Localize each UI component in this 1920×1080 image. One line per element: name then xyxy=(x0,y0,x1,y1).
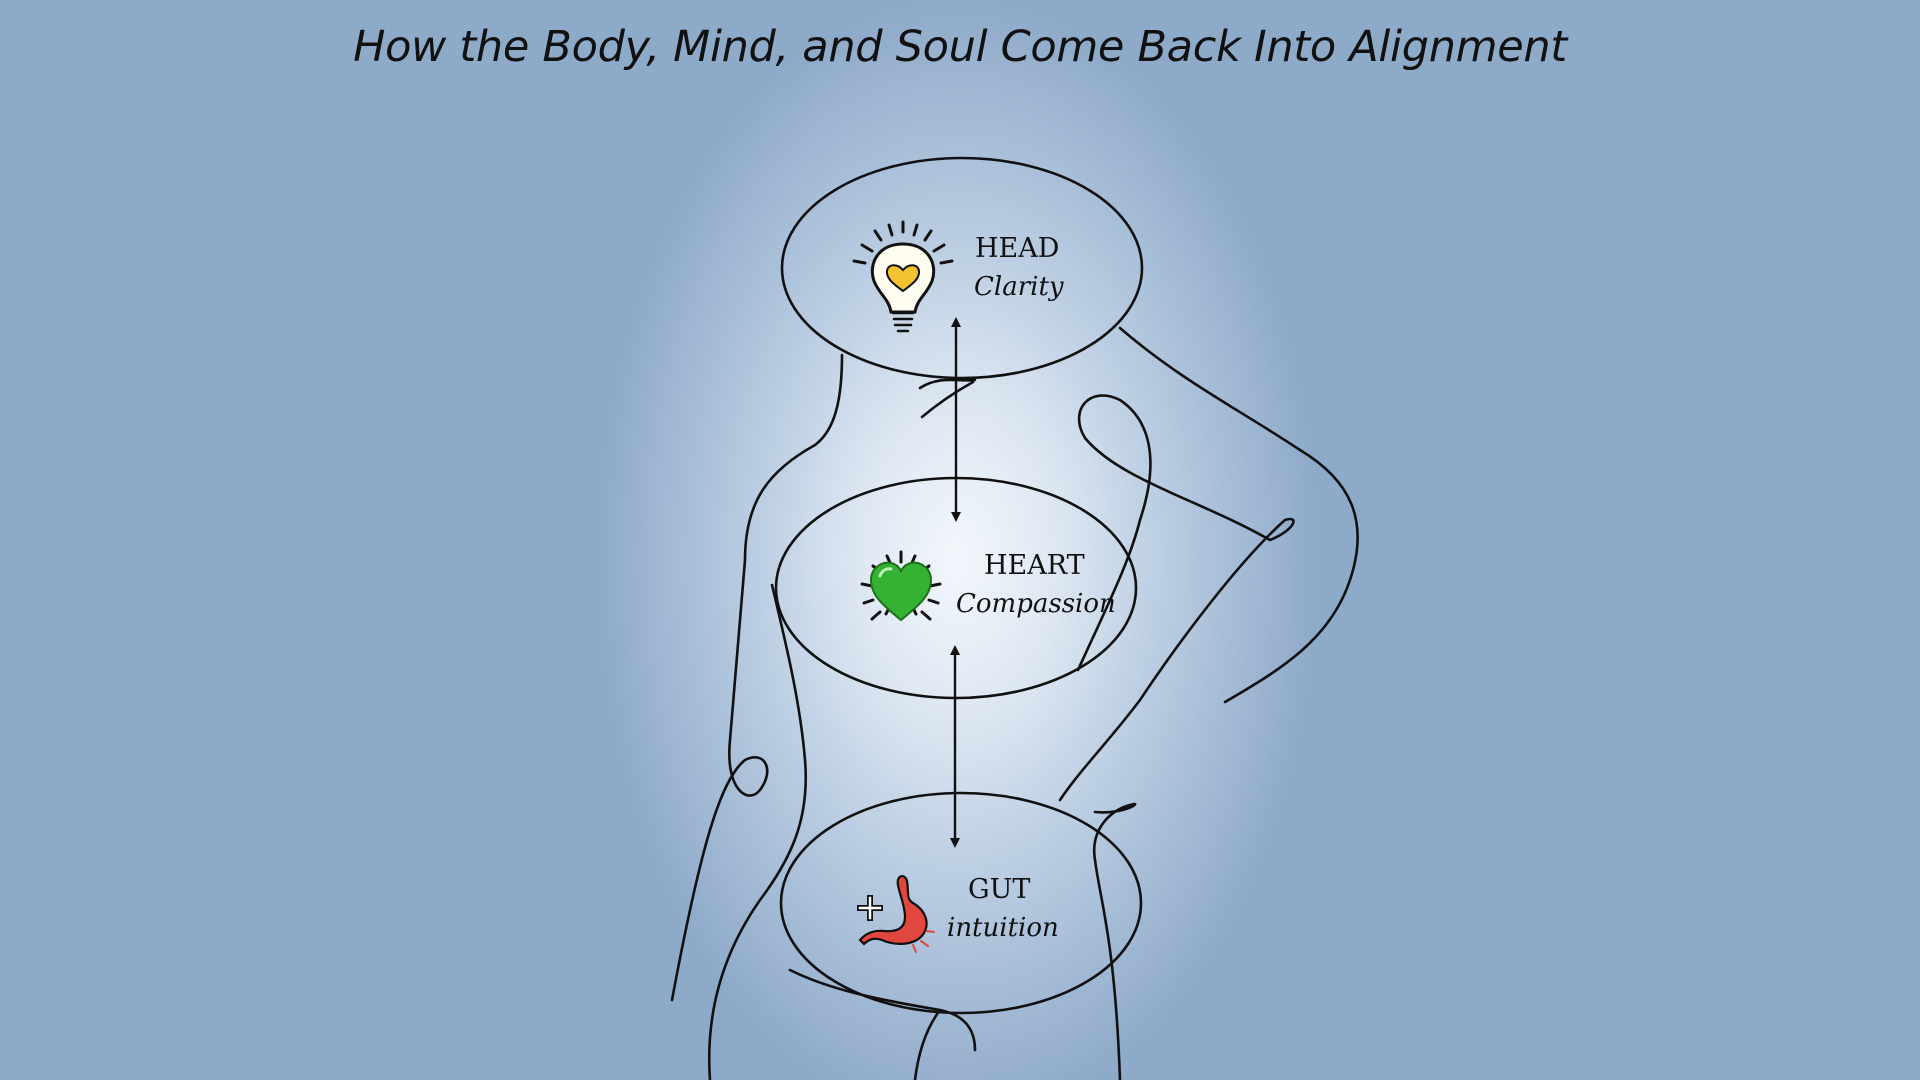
page-subtitle: How the Body, Mind, and Soul Come Back I… xyxy=(353,22,1567,72)
stomach-icon xyxy=(857,875,935,953)
head-label: HEAD xyxy=(975,233,1060,264)
heart-quality: Compassion xyxy=(956,589,1116,619)
hip-line xyxy=(788,968,977,1052)
body-left-contour xyxy=(670,353,844,1002)
gut-label: GUT xyxy=(968,874,1031,905)
heart-label: HEART xyxy=(984,550,1085,581)
silhouette-lines xyxy=(670,326,1359,1080)
inner-leg-line xyxy=(913,1008,942,1080)
lightbulb-heart-icon xyxy=(852,220,954,333)
right-arm-contour xyxy=(1058,394,1295,802)
neck-right-contour xyxy=(918,378,977,390)
green-heart-icon xyxy=(860,550,942,622)
right-shoulder-contour xyxy=(1118,326,1359,704)
waist-right-contour xyxy=(1092,802,1137,1080)
left-leg-contour xyxy=(708,583,808,1080)
head-quality: Clarity xyxy=(974,272,1064,302)
collar-stroke xyxy=(920,380,975,419)
gut-quality: intuition xyxy=(947,913,1059,943)
head-node-ellipse xyxy=(780,156,1144,380)
gut-node-ellipse xyxy=(779,791,1143,1015)
